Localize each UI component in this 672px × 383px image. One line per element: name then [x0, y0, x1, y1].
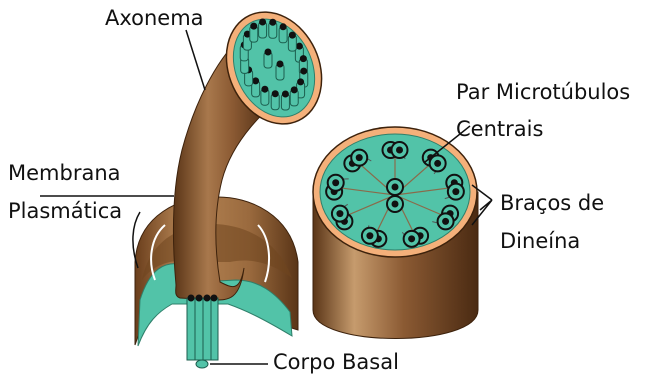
label-bracos-line1: Braços de [500, 193, 604, 214]
basal-top-dot-2 [196, 295, 203, 302]
tip-tubule-end [261, 86, 268, 93]
tip-tubule-end [259, 19, 266, 26]
outer-tubule-core [452, 188, 459, 195]
basal-top-dot-1 [188, 295, 195, 302]
tip-tubule-end [300, 55, 307, 62]
cilium-group [135, 0, 339, 368]
outer-tubule-core [336, 210, 343, 217]
tip-tubule-end [272, 90, 279, 97]
tip-tubule-end [250, 23, 257, 30]
basal-body [187, 295, 218, 369]
tip-tubule-end [280, 23, 287, 30]
basal-end [196, 360, 208, 368]
leader-axonema [186, 30, 205, 90]
basal-tube-3 [203, 298, 211, 360]
label-membrana-line2: Plasmática [8, 201, 122, 222]
label-par-line2: Centrais [456, 119, 543, 140]
outer-tubule-core [442, 218, 449, 225]
outer-tubule-core [434, 160, 441, 167]
basal-top-dot-3 [204, 295, 211, 302]
label-axonema: Axonema [105, 8, 204, 29]
outer-tubule-core [396, 147, 403, 154]
tip-tubule-end [269, 19, 276, 26]
basal-tube-4 [211, 298, 218, 360]
label-bracos-line2: Dineína [500, 231, 580, 252]
tip-tubule-end [296, 43, 303, 50]
tip-tubule-end [291, 86, 298, 93]
tip-central-tubule-end [277, 61, 284, 68]
tip-central-tubule-end [265, 49, 272, 56]
basal-tube-2 [195, 298, 203, 360]
tip-tubule-end [300, 68, 307, 75]
basal-tube-1 [187, 298, 195, 360]
tip-tubule-end [289, 32, 296, 39]
tip-tubule-end [297, 78, 304, 85]
basal-top-dot-4 [211, 295, 218, 302]
label-membrana-line1: Membrana [8, 163, 121, 184]
label-par-line1: Par Microtúbulos [456, 82, 630, 103]
tip-tubule-end [252, 77, 259, 84]
tip-tubule-end [282, 90, 289, 97]
central-tubule-top-core [392, 184, 399, 191]
outer-tubule-core [366, 232, 373, 239]
label-corpo-basal: Corpo Basal [273, 352, 399, 373]
outer-tubule-core [332, 179, 339, 186]
outer-tubule-core [356, 154, 363, 161]
outer-tubule-core [408, 235, 415, 242]
cross-section-group [313, 127, 478, 339]
central-tubule-bottom-core [392, 201, 399, 208]
